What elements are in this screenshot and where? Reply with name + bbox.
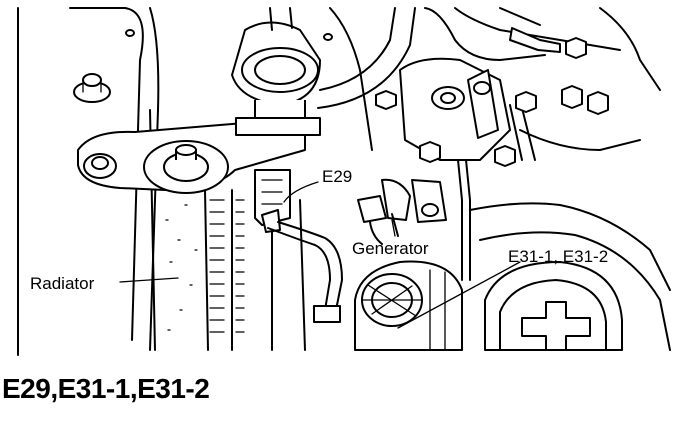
e29-connector — [254, 169, 291, 233]
generator-leader — [391, 219, 396, 237]
e31-label: E31-1, E31-2 — [508, 247, 608, 266]
e29-label: E29 — [322, 167, 352, 186]
diagram-caption: E29,E31-1,E31-2 — [2, 373, 210, 404]
generator-label: Generator — [352, 239, 429, 258]
e31-leader — [397, 261, 521, 329]
radiator-label: Radiator — [30, 274, 95, 293]
radiator-cap — [231, 21, 321, 136]
left-mount — [73, 73, 111, 103]
top-tab — [509, 27, 561, 53]
generator-connector — [357, 178, 447, 245]
lower-pulley-housing — [484, 261, 623, 351]
e31-wire — [457, 159, 471, 281]
fender-outline — [17, 7, 160, 356]
bracket-assembly — [399, 57, 536, 161]
wire-harness — [267, 221, 343, 323]
leader-lines — [119, 181, 521, 329]
radiator-leader — [119, 277, 179, 283]
upper-hose — [269, 7, 416, 109]
radiator-fins — [165, 199, 245, 333]
e29-leader — [283, 181, 319, 203]
generator — [354, 260, 463, 351]
